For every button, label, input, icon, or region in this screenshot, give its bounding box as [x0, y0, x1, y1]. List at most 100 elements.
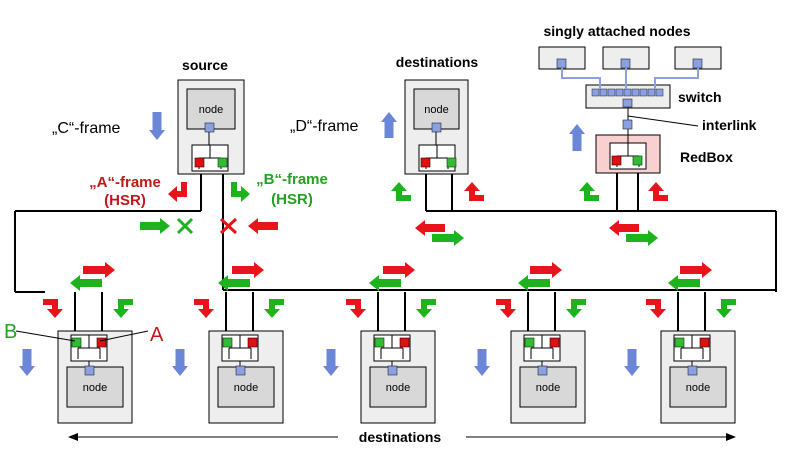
bottom-red-elbow-3-stem [346, 299, 361, 310]
source-label: source [182, 57, 228, 73]
redbox-up-arrow [569, 124, 585, 151]
bottom-red-elbow-2 [194, 299, 214, 318]
singly-attached-port-3 [692, 58, 703, 69]
a-frame-label: „A“-frame [89, 174, 161, 191]
red-drop-mark [219, 217, 238, 235]
dest-bottom-device-1-node-label: node [83, 382, 107, 394]
dest-top-green-elbow-stem [396, 188, 411, 201]
bottom-green-arrow-1 [70, 275, 102, 291]
dest-top-device-node-label: node [424, 104, 448, 116]
bottom-c-arrow-4 [474, 349, 490, 376]
port-b-pointer [15, 330, 76, 342]
dest-bottom-node-port-4 [537, 365, 548, 376]
singly-attached-port-2 [620, 58, 631, 69]
bottom-red-elbow-3-head [350, 309, 366, 318]
dest-top-green-elbow [391, 182, 411, 201]
top-red-arrow-1 [248, 218, 278, 234]
top-green-arrow-2 [432, 230, 464, 246]
dest-bottom-port-a-1 [96, 337, 107, 348]
bottom-c-arrow-5 [624, 349, 640, 376]
dest-bottom-device-3-node-label: node [386, 382, 410, 394]
redbox-red-elbow [648, 182, 668, 201]
bottom-red-elbow-2-head [198, 309, 214, 318]
bottom-green-elbow-4-head [566, 309, 582, 318]
b-frame-label: „B“-frame [256, 171, 328, 188]
switch-port [623, 88, 632, 97]
bottom-green-elbow-4-stem [571, 299, 586, 310]
bottom-red-elbow-2-stem [194, 299, 209, 310]
source-port-b [217, 157, 228, 168]
destinations-arrow-left-head [68, 433, 78, 441]
dest-bottom-device-4: node [510, 330, 586, 424]
dest-bottom-device-2: node [208, 330, 284, 424]
redbox-green-elbow [579, 182, 599, 201]
bottom-red-elbow-5-stem [646, 299, 661, 310]
d-frame-label: „D“-frame [290, 118, 359, 135]
d-frame-arrow [381, 112, 397, 138]
destinations-top-label: destinations [396, 54, 479, 70]
bottom-red-elbow-1-head [47, 309, 63, 318]
dest-bottom-port-b-5 [674, 337, 685, 348]
bottom-green-elbow-5 [716, 299, 736, 318]
dest-bottom-device-4-node-box [519, 366, 577, 408]
dest-bottom-node-port-2 [235, 365, 246, 376]
a-frame-elbow-head [168, 186, 177, 202]
dest-bottom-port-a-4 [549, 337, 560, 348]
b-frame-elbow-head [241, 186, 250, 202]
bottom-red-elbow-3 [346, 299, 366, 318]
bottom-green-elbow-1-stem [118, 299, 133, 310]
redbox-green-elbow-head [579, 182, 595, 191]
bottom-red-elbow-1-stem [43, 299, 58, 310]
switch-uplink-port [622, 98, 633, 108]
c-frame-arrow [149, 112, 165, 140]
interlink-pointer [627, 115, 699, 127]
dest-bottom-device-4-node-label: node [536, 382, 560, 394]
dest-bottom-port-a-2 [247, 337, 258, 348]
switch-port [639, 88, 648, 97]
bottom-c-arrow-2 [172, 349, 188, 376]
dest-bottom-device-3-node-box [369, 366, 427, 408]
bottom-green-elbow-1-head [113, 309, 129, 318]
port-b-label: B [4, 321, 17, 343]
redbox-interlink-port [622, 119, 633, 130]
dest-bottom-port-b-4 [524, 337, 535, 348]
dest-top-red-elbow-stem [469, 188, 484, 201]
bottom-green-elbow-2 [264, 299, 284, 318]
bottom-red-arrow-4 [530, 262, 562, 278]
bottom-green-elbow-3 [416, 299, 436, 318]
bottom-red-arrow-2 [232, 262, 264, 278]
a-frame-elbow-stem [174, 182, 187, 197]
bottom-green-elbow-3-head [416, 309, 432, 318]
bottom-green-elbow-1 [113, 299, 133, 318]
redbox-port-b [632, 155, 643, 166]
source-node-port [204, 122, 215, 133]
dest-bottom-port-b-2 [222, 337, 233, 348]
bottom-green-elbow-2-head [264, 309, 280, 318]
redbox-port-a [611, 155, 622, 166]
bottom-green-elbow-4 [566, 299, 586, 318]
switch-port [607, 88, 616, 97]
bottom-c-arrow-3 [323, 349, 339, 376]
bottom-red-elbow-5 [646, 299, 666, 318]
a-frame-sub-label: (HSR) [104, 192, 146, 209]
dest-bottom-device-5-node-label: node [686, 382, 710, 394]
dest-bottom-device-1: node [57, 330, 133, 424]
switch-port [631, 88, 640, 97]
dest-bottom-node-port-5 [687, 365, 698, 376]
bottom-red-elbow-4-head [500, 309, 516, 318]
switch-label: switch [678, 89, 722, 105]
bottom-c-arrow-1 [19, 349, 35, 376]
switch-port [599, 88, 608, 97]
redbox-green-elbow-stem [584, 188, 599, 201]
c-frame-label: „C“-frame [52, 120, 121, 137]
switch-port [655, 88, 664, 97]
top-green-arrow-1 [140, 218, 170, 234]
singly-attached-nodes-label: singly attached nodes [543, 23, 690, 39]
destinations-arrow-right-head [726, 433, 736, 441]
switch-link-1 [561, 68, 601, 89]
bottom-green-arrow-2 [218, 275, 250, 291]
a-frame-elbow [168, 182, 187, 202]
b-frame-elbow [231, 182, 250, 202]
